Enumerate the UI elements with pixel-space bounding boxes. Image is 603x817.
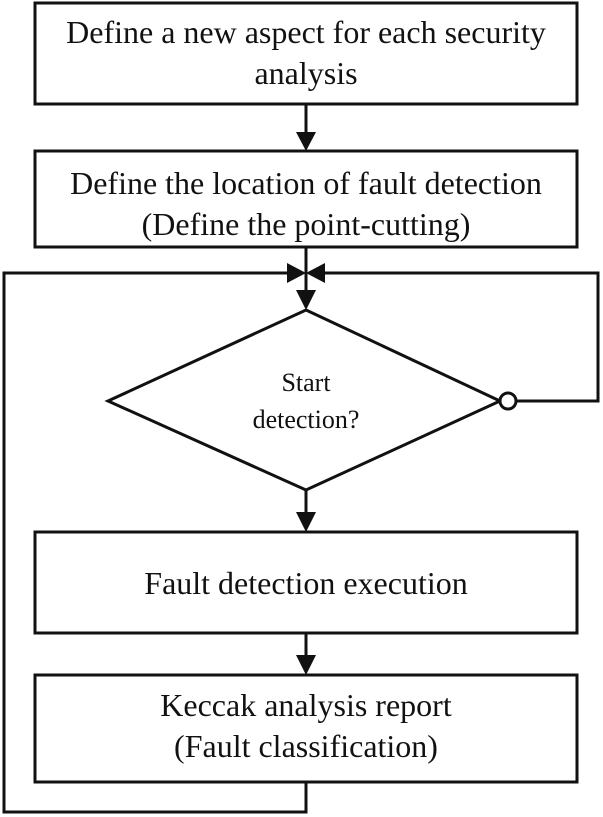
- loop-back-left-line: [2, 271, 308, 814]
- define-aspect-line2: analysis: [254, 55, 357, 91]
- arrowhead-location-to-decision: [296, 290, 316, 310]
- loop-back-right-arrowhead: [306, 263, 325, 283]
- start-detection-diamond: [104, 308, 504, 492]
- loop-back-left-arrowhead: [287, 263, 306, 283]
- no-branch-circle: [498, 391, 518, 411]
- fault-execution-box: [33, 530, 579, 635]
- arrowhead-execution-to-report: [296, 655, 316, 675]
- define-location-line1: Define the location of fault detection: [70, 165, 542, 201]
- start-detection-line1: Start: [281, 368, 331, 397]
- define-location-line2: (Define the point-cutting): [142, 206, 471, 242]
- define-aspect-line1: Define a new aspect for each security: [66, 14, 546, 50]
- arrowhead-decision-to-execution: [296, 512, 316, 532]
- loop-back-right-line: [324, 271, 600, 403]
- arrowhead-aspect-to-location: [296, 132, 316, 151]
- define-location-box: [33, 149, 579, 249]
- start-detection-line2: detection?: [253, 405, 360, 434]
- analysis-report-line2: (Fault classification): [174, 728, 438, 764]
- define-aspect-box: [33, 1, 579, 106]
- analysis-report-box: [33, 673, 579, 784]
- fault-execution-line1: Fault detection execution: [144, 565, 467, 601]
- analysis-report-line1: Keccak analysis report: [160, 687, 452, 723]
